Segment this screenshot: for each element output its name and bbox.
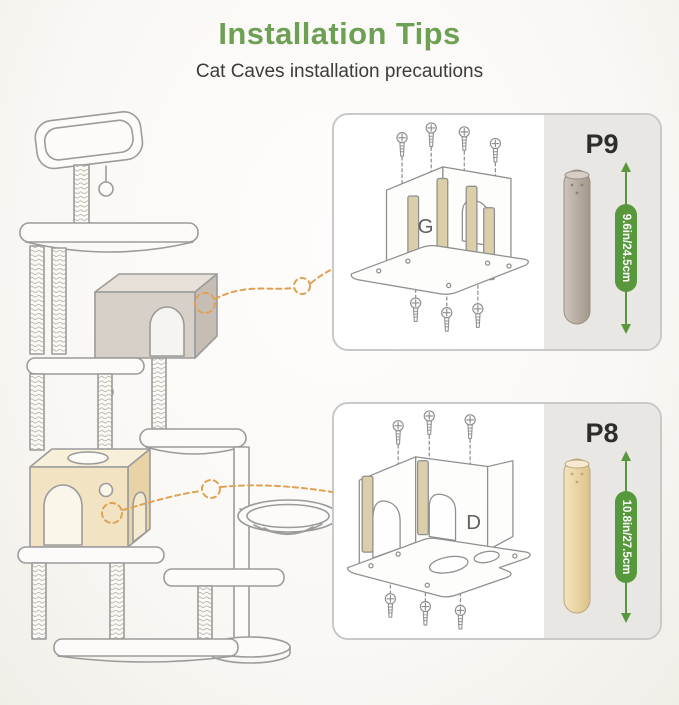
scratching-post: [151, 357, 167, 430]
part-p9-figure: 9.6in/24.5cm: [563, 162, 637, 334]
scratching-post: [197, 585, 213, 640]
cave-round-hole: [98, 482, 114, 498]
screw-icon: [472, 303, 484, 328]
part-label-p8: P8: [585, 418, 619, 448]
screw-icon: [384, 593, 397, 618]
page-title: Installation Tips: [218, 16, 461, 51]
cave-g-panel: G P9: [332, 113, 662, 351]
gray-cat-cave: [94, 273, 218, 359]
screw-icon: [423, 410, 435, 436]
screw-icon: [454, 604, 467, 630]
scratching-post: [51, 247, 67, 355]
platform: [26, 357, 145, 375]
measure-arrow-p8: 10.8in/27.5cm: [615, 451, 637, 623]
screw-icon: [441, 307, 453, 332]
measurement-p8: 10.8in/27.5cm: [620, 500, 632, 575]
screw-icon: [425, 122, 437, 148]
cave-arch-opening: [149, 306, 185, 357]
part-p9-section: P9: [544, 115, 660, 349]
screw-icon: [392, 420, 404, 445]
cave-g-base-plate: [350, 244, 529, 295]
scratching-post: [97, 373, 113, 451]
cave-d-corner-posts: [361, 460, 429, 553]
base-board: [53, 638, 239, 663]
cave-g-exploded-diagram: G: [350, 122, 529, 332]
cave-d-exploded-diagram: D: [346, 410, 531, 630]
part-p8-section: P8: [544, 404, 660, 638]
hanging-ball: [98, 181, 114, 197]
cave-top-hole: [67, 451, 109, 465]
measure-arrow-p9: 9.6in/24.5cm: [615, 162, 637, 334]
pole-p8: [563, 458, 591, 614]
low-platform: [163, 568, 285, 587]
screw-icon: [489, 137, 502, 163]
platform: [17, 546, 165, 564]
measurement-p9: 9.6in/24.5cm: [620, 214, 632, 282]
part-label-p9: P9: [585, 129, 619, 159]
screw-icon: [409, 297, 422, 323]
beige-cat-cave: [29, 448, 151, 548]
support-pole: [233, 446, 250, 646]
scratching-post: [29, 245, 45, 355]
assembly-guide-lines: [389, 434, 471, 610]
screw-icon: [464, 414, 476, 439]
scratching-post: [73, 164, 90, 226]
cave-g-label: G: [418, 216, 434, 238]
scratching-post: [31, 562, 47, 640]
page-subtitle: Cat Caves installation precautions: [195, 61, 484, 82]
cave-arch-opening: [43, 484, 83, 546]
screw-icon: [458, 126, 470, 151]
mid-platform: [139, 428, 247, 455]
cave-d-label: D: [466, 512, 481, 534]
corner-platform: [19, 222, 199, 253]
hammock: [237, 499, 339, 536]
cat-tree-illustration: [17, 110, 339, 664]
screw-icon: [396, 132, 408, 157]
part-p8-figure: 10.8in/27.5cm: [563, 451, 637, 623]
scratching-post: [109, 562, 125, 640]
cave-d-base-plate: [346, 537, 531, 598]
header: Installation Tips Cat Caves installation…: [0, 16, 679, 83]
pole-p9: [563, 169, 591, 325]
top-perch: [34, 110, 144, 170]
cave-d-panel: D P8: [332, 402, 662, 640]
scratching-post: [29, 373, 45, 451]
screw-icon: [419, 600, 432, 626]
